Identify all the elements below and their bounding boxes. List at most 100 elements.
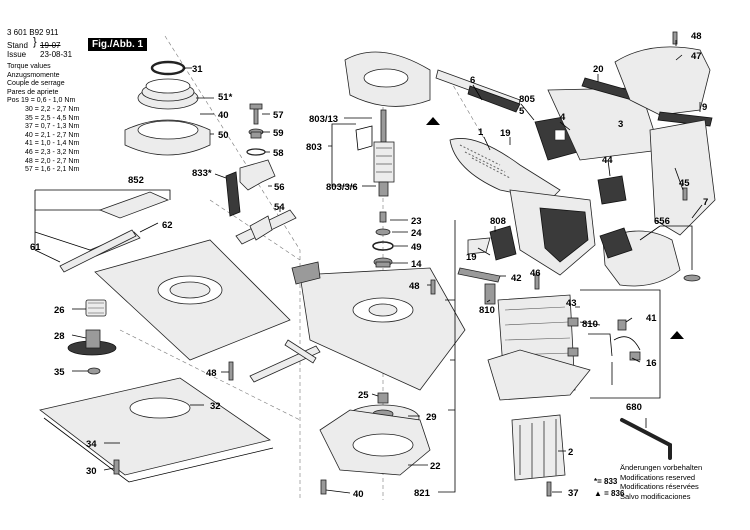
- torque-row: Pos 19 = 0,6 - 1,0 Nm: [7, 97, 76, 105]
- issue-value: 23-08-31: [40, 50, 73, 59]
- part-label: 57: [273, 110, 284, 121]
- eccentric-28-part: [67, 329, 117, 356]
- main-housing-part: [291, 261, 466, 391]
- legend-star: *= 833: [594, 477, 618, 486]
- part-label: 58: [273, 148, 284, 159]
- housing-ring-part: [124, 119, 211, 156]
- part-label: 803/13: [309, 114, 338, 125]
- triangle-icon: ▲: [594, 489, 602, 498]
- connector-42-part: [457, 267, 501, 283]
- part-label: 680: [626, 402, 642, 413]
- part-label: 41: [646, 313, 657, 324]
- part-label: 2: [568, 447, 573, 458]
- dust-box-656-part: [599, 227, 701, 287]
- part-label: 5: [519, 106, 525, 117]
- base-plate-part: [94, 239, 291, 361]
- part-label: 40: [218, 110, 229, 121]
- top-cover-3-part: [614, 46, 711, 116]
- part-label: 810: [582, 319, 598, 330]
- doc-number: 3 601 B92 911: [7, 28, 59, 37]
- part-label: 28: [54, 331, 65, 342]
- side-housing-7-part: [649, 119, 716, 236]
- wire-16-part: [611, 319, 641, 385]
- torque-table: Torque values Anzugsmomente Couple de se…: [7, 63, 79, 175]
- torque-row: 37 = 0,7 - 1,3 Nm: [25, 123, 80, 131]
- part-label: 821: [414, 488, 431, 499]
- part-label: 43: [566, 298, 577, 309]
- torque-row: 48 = 2,0 - 2,7 Nm: [25, 157, 80, 165]
- part-label: 31: [192, 64, 203, 75]
- part-label: 51*: [218, 92, 233, 103]
- hex-key-680-part: [620, 418, 672, 460]
- part-label: 805: [519, 94, 536, 105]
- torque-title: Pares de apriete: [7, 88, 59, 96]
- part-label: 24: [411, 228, 422, 239]
- part-label: 803/3/6: [326, 182, 358, 193]
- part-label: 4: [560, 112, 566, 123]
- part-label: 48: [691, 31, 702, 42]
- screw-48-part: [228, 361, 234, 381]
- part-label: 61: [30, 242, 41, 253]
- bellows-part: [137, 78, 199, 110]
- part-label: 40: [353, 489, 364, 500]
- part-label: 810: [479, 305, 495, 316]
- part-label: 44: [602, 155, 613, 166]
- block-44-part: [597, 175, 627, 205]
- part-label: 26: [54, 305, 65, 316]
- part-label: 37: [568, 488, 579, 499]
- screw-57-part: [249, 103, 263, 125]
- part-label: 59: [273, 128, 284, 139]
- issue-label: Issue: [7, 50, 27, 59]
- handle-bar-part: [249, 339, 321, 383]
- stand-label: Stand: [7, 41, 28, 50]
- handle-1-part: [449, 138, 596, 276]
- part-label: 54: [274, 202, 285, 213]
- part-label: 14: [411, 259, 422, 270]
- bracket-54-part: [235, 209, 297, 245]
- triangle-marker-icon: [426, 117, 440, 125]
- lever-56-part: [239, 159, 276, 191]
- part-label: 32: [210, 401, 221, 412]
- part-label: 35: [54, 367, 65, 378]
- part-label: 7: [703, 197, 708, 208]
- torque-row: 40 = 2,1 - 2,7 Nm: [25, 131, 80, 139]
- connector-19-part: [467, 237, 491, 255]
- washer-35-part: [87, 367, 101, 375]
- part-label: 808: [490, 216, 506, 227]
- stand-value: 19-07: [40, 41, 61, 50]
- triangle-marker-icon: [670, 331, 684, 339]
- part-label: 42: [511, 273, 522, 284]
- note-line: Änderungen vorbehalten: [620, 463, 703, 472]
- leaf-808-part: [489, 225, 517, 261]
- part-label: 20: [593, 64, 604, 75]
- assembly-axis: [119, 329, 301, 421]
- torque-row: 35 = 2,5 - 4,5 Nm: [25, 114, 80, 122]
- part-label: 6: [470, 75, 475, 86]
- part-label: 833*: [192, 168, 212, 179]
- connector-810a-part: [484, 283, 496, 305]
- part-label: 19: [500, 128, 511, 139]
- spacer-59-part: [248, 128, 264, 139]
- part-label: 47: [691, 51, 702, 62]
- torque-row: 41 = 1,0 - 1,4 Nm: [25, 140, 80, 148]
- torque-title: Couple de serrage: [7, 80, 65, 88]
- notes-block: Änderungen vorbehalten Modifications res…: [620, 463, 702, 501]
- torque-row: 46 = 2,3 - 3,2 Nm: [25, 148, 80, 156]
- torque-row: 57 = 1,6 - 2,1 Nm: [25, 166, 80, 174]
- header-brace: }: [33, 36, 37, 48]
- screw-46-part: [534, 274, 540, 290]
- torque-row: 30 = 2,2 - 2,7 Nm: [25, 105, 80, 113]
- armature-803-part: [355, 109, 395, 197]
- note-line: Modifications reserved: [620, 472, 696, 482]
- cable-6-part: [435, 69, 521, 113]
- screw-48c-part: [672, 31, 678, 45]
- connector-810b-part: [567, 317, 613, 357]
- part-label: 29: [426, 412, 437, 423]
- part-label: 56: [274, 182, 285, 193]
- note-line: Salvo modificaciones: [620, 491, 691, 501]
- part-label: 9: [702, 102, 707, 113]
- figure-label: Fig./Abb. 1: [88, 38, 148, 51]
- part-label: 45: [679, 178, 690, 189]
- screw-48b-part: [430, 279, 436, 295]
